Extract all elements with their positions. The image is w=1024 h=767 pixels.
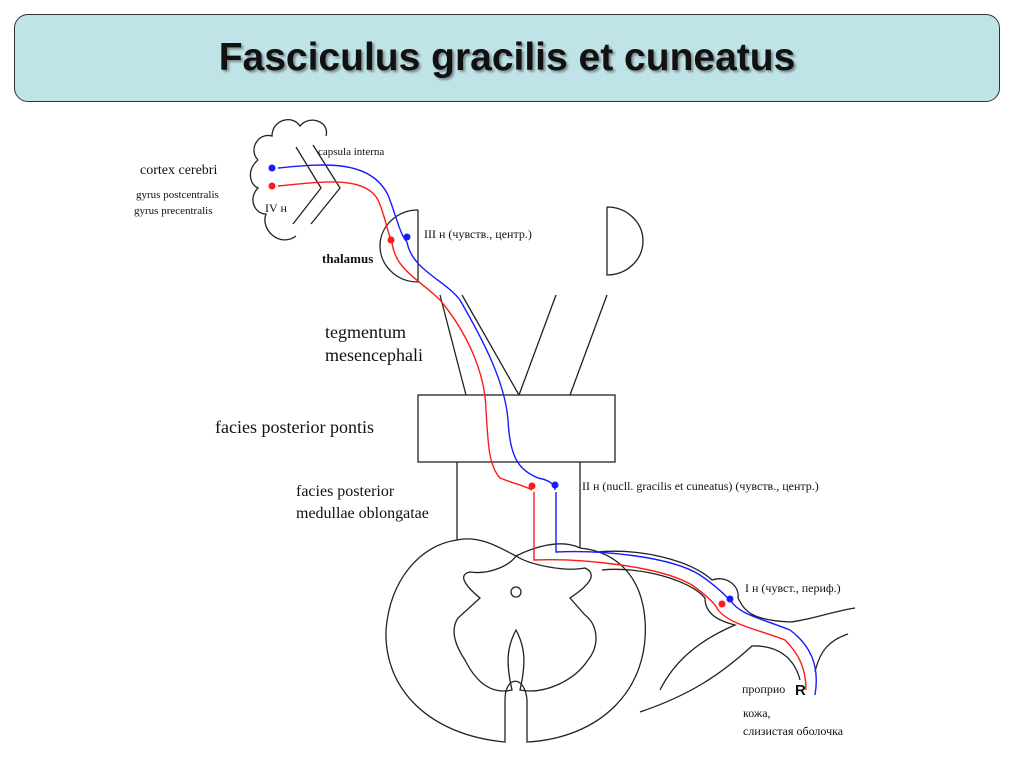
cortex-outline-lower bbox=[249, 159, 297, 241]
blue-fiber bbox=[277, 164, 408, 243]
neuron3-blue-soma bbox=[403, 233, 411, 241]
label-medulla-2: medullae oblongatae bbox=[296, 505, 429, 522]
neuron2-red-soma bbox=[528, 482, 536, 490]
label-gyrus-precentralis: gyrus precentralis bbox=[134, 205, 213, 217]
cortex-outline bbox=[253, 119, 328, 161]
label-tegmentum: tegmentum bbox=[325, 322, 406, 342]
label-mesencephali: mesencephali bbox=[325, 345, 423, 365]
dorsal-root-upper bbox=[595, 550, 856, 623]
title-banner: Fasciculus gracilis et cuneatus bbox=[14, 14, 1000, 102]
gray-matter bbox=[453, 555, 597, 692]
mesencephalon-line bbox=[461, 294, 520, 396]
dorsal-root-lower bbox=[601, 568, 738, 691]
label-medulla-1: facies posterior bbox=[296, 483, 395, 500]
neuron1-red-soma bbox=[718, 600, 726, 608]
spinal-cord-dorsal bbox=[456, 538, 581, 557]
label-capsula-interna: capsula interna bbox=[318, 146, 384, 158]
label-pons: facies posterior pontis bbox=[215, 417, 374, 437]
label-neuron1: I н (чувст., периф.) bbox=[745, 581, 841, 595]
label-gyrus-postcentralis: gyrus postcentralis bbox=[136, 189, 219, 201]
label-thalamus: thalamus bbox=[322, 251, 373, 266]
mesencephalon-line bbox=[569, 294, 608, 396]
red-fiber bbox=[277, 181, 393, 243]
label-receptor: R bbox=[795, 682, 806, 699]
slide-title: Fasciculus gracilis et cuneatus bbox=[218, 36, 796, 79]
thalamus-right bbox=[606, 206, 644, 276]
spinal-nerve-lower bbox=[639, 645, 801, 713]
thalamus-left bbox=[379, 209, 419, 283]
label-neuron3: III н (чувств., центр.) bbox=[424, 227, 532, 241]
red-fiber bbox=[533, 492, 807, 691]
capsula-interna-line-1 bbox=[292, 146, 322, 225]
neuron4-blue-soma bbox=[268, 164, 276, 172]
spinal-cord-outline bbox=[385, 539, 646, 743]
mesencephalon-line bbox=[439, 294, 467, 396]
pons-box bbox=[417, 394, 616, 463]
neuron1-blue-soma bbox=[726, 595, 734, 603]
label-proprio: проприо bbox=[742, 682, 785, 696]
spinal-nerve-branch bbox=[814, 633, 849, 673]
label-neuron4: IV н bbox=[265, 201, 287, 215]
label-neuron2: II н (nucll. gracilis et cuneatus) (чувс… bbox=[582, 479, 819, 493]
neuron2-blue-soma bbox=[551, 481, 559, 489]
capsula-interna-line-2 bbox=[310, 144, 341, 225]
label-cortex-cerebri: cortex cerebri bbox=[140, 163, 217, 178]
label-skin: кожа, bbox=[743, 706, 771, 720]
mesencephalon-line bbox=[518, 294, 557, 396]
neuron4-red-soma bbox=[268, 182, 276, 190]
red-fiber bbox=[391, 241, 533, 491]
neuron3-red-soma bbox=[387, 236, 395, 244]
central-canal bbox=[510, 586, 522, 598]
label-mucosa: слизистая оболочка bbox=[743, 724, 844, 738]
blue-fiber bbox=[406, 241, 556, 491]
